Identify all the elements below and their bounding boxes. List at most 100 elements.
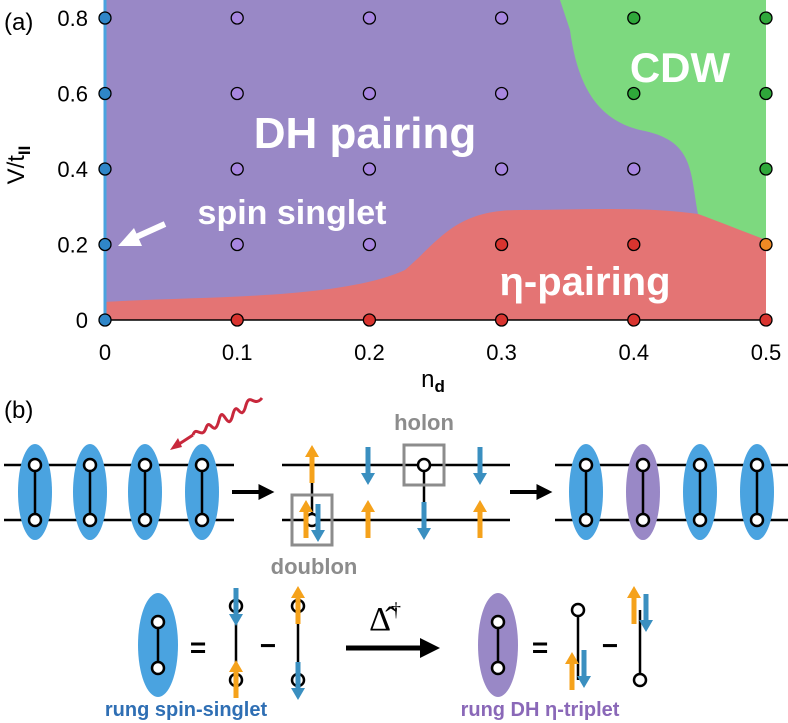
site	[27, 457, 43, 473]
y-tick-label: 0.4	[57, 157, 88, 182]
doublon-box	[290, 493, 334, 547]
panel-b-label: (b)	[4, 397, 33, 424]
data-point-orange	[759, 237, 773, 252]
data-point-red	[494, 313, 509, 327]
ladder-final	[555, 444, 788, 540]
data-point-purple	[230, 86, 244, 101]
data-point-purple	[494, 162, 509, 176]
triplet-caption: rung DH η-triplet	[461, 699, 620, 721]
x-tick-label: 0	[99, 340, 111, 365]
dh-pairing-label: DH pairing	[254, 109, 476, 158]
data-point-red	[759, 313, 773, 327]
y-axis-label: V/tII	[3, 146, 34, 185]
data-points	[98, 11, 773, 327]
spin-down-arrow	[577, 676, 591, 688]
spin-up-arrow	[565, 652, 579, 664]
y-tick-label: 0.6	[57, 82, 88, 107]
site	[749, 512, 765, 528]
spin-down-arrow	[417, 528, 431, 540]
data-point-purple	[362, 237, 377, 252]
data-point-green	[759, 86, 773, 101]
data-point-red	[627, 237, 641, 252]
ladder-initial	[4, 444, 234, 540]
singlet-equation: = − rung spin-singlet	[105, 586, 306, 721]
doublon-label: doublon	[271, 554, 358, 579]
site	[578, 512, 594, 528]
data-point-green	[627, 86, 641, 101]
spin-up-arrow	[627, 586, 641, 598]
y-tick-label: 0	[76, 308, 88, 333]
site	[82, 512, 98, 528]
minus-sign: −	[260, 630, 276, 661]
data-point-purple	[230, 162, 244, 176]
spin-singlet-label: spin singlet	[198, 194, 387, 232]
site	[570, 602, 586, 618]
data-point-purple	[494, 11, 509, 25]
data-point-blue	[98, 86, 112, 101]
ladder-intermediate: holon doublon	[271, 410, 510, 579]
spin-up-arrow	[473, 500, 487, 512]
data-point-purple	[362, 86, 377, 101]
data-point-red	[230, 313, 244, 327]
eta-pairing-region	[104, 209, 766, 320]
spin-up-arrow	[291, 586, 305, 598]
spin-up-arrow	[305, 445, 319, 457]
minus-sign: −	[602, 630, 618, 661]
site	[749, 457, 765, 473]
data-point-blue	[98, 313, 112, 327]
x-tick-label: 0.4	[619, 340, 650, 365]
spin-down-arrow	[311, 530, 325, 542]
site	[27, 512, 43, 528]
cdw-region	[560, 0, 766, 240]
y-tick-label: 0.8	[57, 6, 88, 31]
delta-dagger-operator: Δ̂†	[369, 599, 401, 638]
spin-down-arrow	[229, 614, 243, 626]
site	[194, 457, 210, 473]
site	[632, 672, 648, 688]
data-point-purple	[627, 162, 641, 176]
site	[137, 512, 153, 528]
site	[635, 512, 651, 528]
spin-down-arrow	[473, 473, 487, 485]
x-axis-label: nd	[421, 366, 445, 396]
data-point-blue	[98, 237, 112, 252]
data-point-red	[362, 313, 377, 327]
data-point-purple	[494, 86, 509, 101]
data-point-green	[627, 11, 641, 25]
spin-up-arrow	[361, 500, 375, 512]
y-tick-labels: 00.20.40.60.8	[57, 6, 88, 333]
spin-down-arrow	[291, 688, 305, 700]
site	[194, 512, 210, 528]
site	[416, 457, 432, 473]
panel-b: (b) holon doublon	[4, 396, 788, 721]
x-tick-label: 0.1	[222, 340, 253, 365]
panel-a-label: (a)	[4, 9, 33, 36]
spin-up-arrow	[299, 500, 313, 512]
data-point-red	[494, 237, 509, 252]
equals-sign: =	[190, 632, 206, 663]
x-tick-label: 0.3	[486, 340, 517, 365]
light-pulse-icon	[170, 396, 264, 450]
data-point-blue	[98, 11, 112, 25]
data-point-red	[627, 313, 641, 327]
spin-down-arrow	[639, 620, 653, 632]
eta-pairing-label: η-pairing	[499, 260, 670, 304]
spin-up-arrow	[229, 660, 243, 672]
cdw-label: CDW	[630, 44, 731, 91]
spin-singlet-arrow	[118, 221, 167, 246]
equals-sign: =	[532, 632, 548, 663]
site	[692, 457, 708, 473]
data-point-purple	[230, 237, 244, 252]
site	[137, 457, 153, 473]
data-point-purple	[362, 11, 377, 25]
operator-arrow: Δ̂†	[346, 599, 440, 658]
site	[692, 512, 708, 528]
site	[578, 457, 594, 473]
data-point-green	[759, 11, 773, 25]
site	[635, 457, 651, 473]
data-point-purple	[230, 11, 244, 25]
data-point-blue	[98, 162, 112, 176]
